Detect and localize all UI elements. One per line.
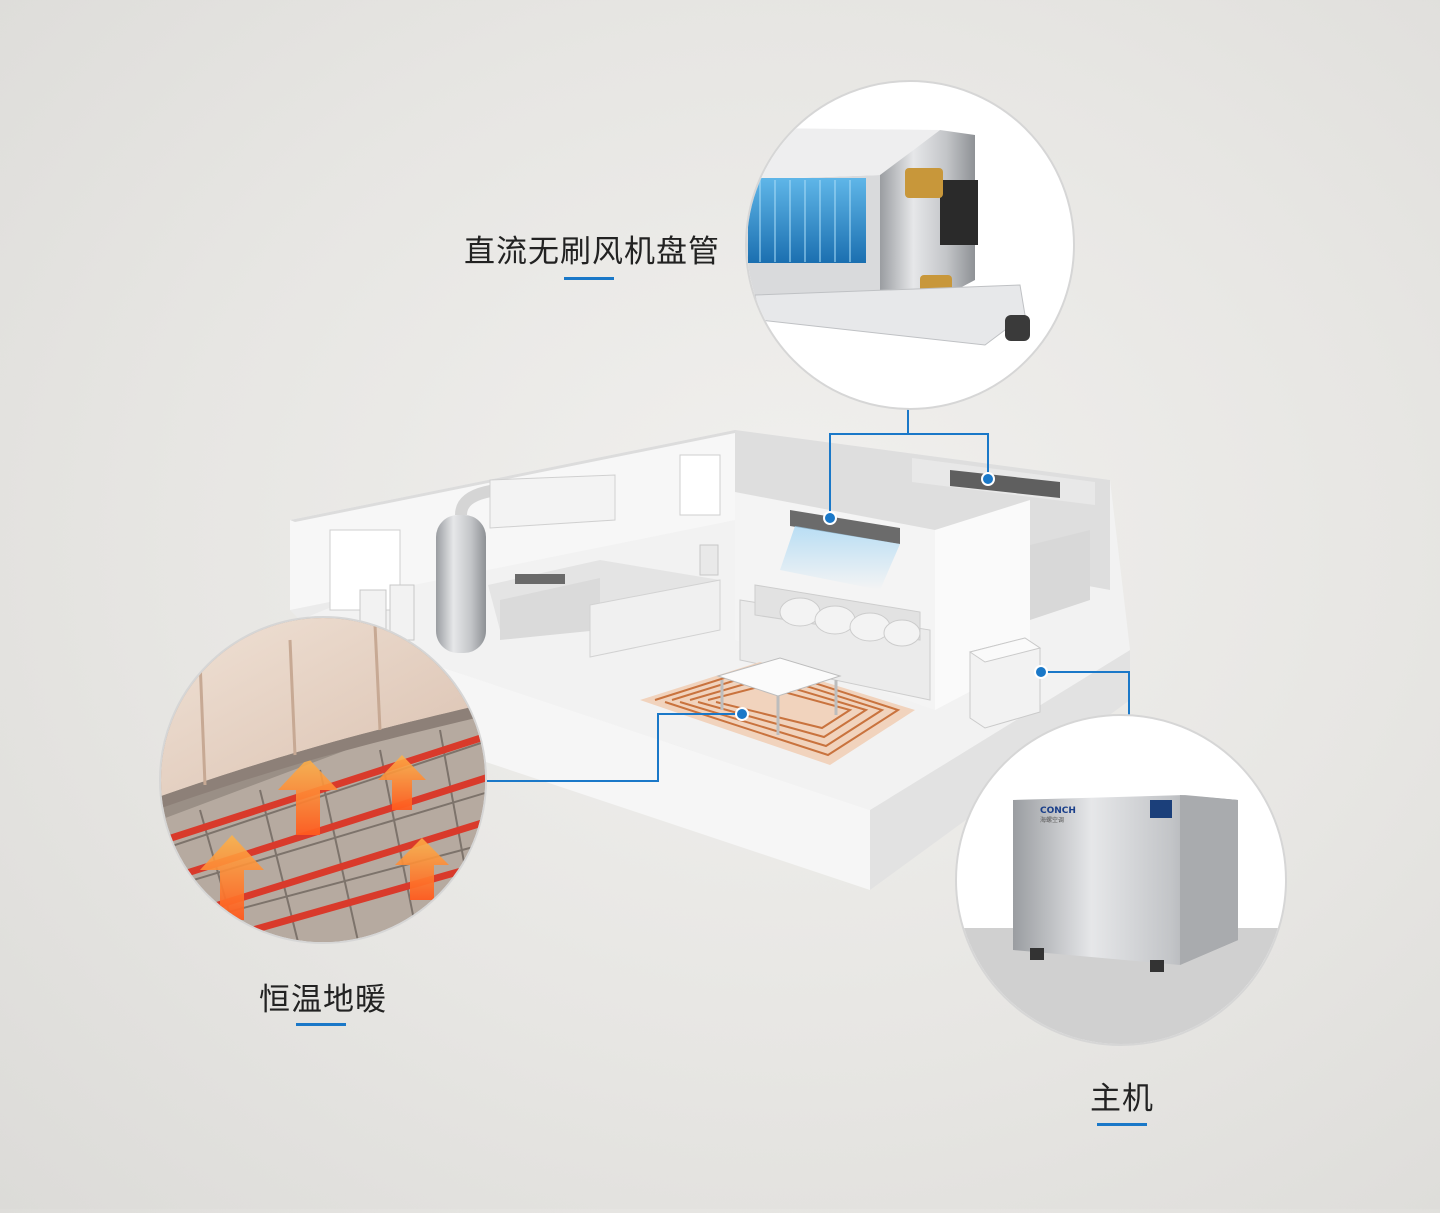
blue-dot-icon bbox=[823, 511, 837, 525]
cushion bbox=[779, 597, 821, 627]
heat-arrows bbox=[200, 755, 449, 920]
brand-subtitle: 海螺空调 bbox=[1040, 816, 1064, 824]
floor-edge bbox=[161, 700, 485, 812]
cushion bbox=[883, 619, 921, 647]
blue-dot-icon bbox=[981, 472, 995, 486]
callout-fan-coil bbox=[745, 80, 1075, 410]
connector-lines bbox=[485, 408, 1130, 782]
blue-dot-icon bbox=[1034, 665, 1048, 679]
kitchen-island bbox=[589, 579, 721, 658]
label-fan-coil: 直流无刷风机盘管 bbox=[464, 234, 720, 270]
blue-dot-icon bbox=[735, 707, 749, 721]
control-box bbox=[940, 180, 978, 245]
appliance bbox=[699, 544, 719, 576]
up-arrow-icon bbox=[278, 758, 338, 835]
wall-top-edge bbox=[290, 430, 740, 522]
fan-coil-top bbox=[747, 128, 940, 180]
window bbox=[679, 454, 721, 516]
cushion bbox=[814, 605, 856, 635]
connector-fcu-bedroom bbox=[908, 433, 989, 479]
label-underline bbox=[296, 1023, 346, 1026]
bedroom-doorway bbox=[1030, 530, 1090, 620]
copper-coil-fins bbox=[748, 178, 866, 263]
lower-cabinet bbox=[500, 578, 600, 640]
host-display bbox=[1150, 800, 1172, 818]
label-floor-heating: 恒温地暖 bbox=[259, 982, 387, 1018]
stove bbox=[515, 574, 565, 584]
label-host-unit: 主机 bbox=[1090, 1081, 1154, 1117]
connector-dots bbox=[735, 472, 1048, 721]
label-underline bbox=[1097, 1123, 1147, 1126]
coffee-table bbox=[716, 657, 842, 697]
ceiling-vent-living bbox=[790, 510, 900, 544]
softener bbox=[389, 584, 415, 641]
drain-outlet bbox=[1005, 315, 1030, 341]
airflow-beam bbox=[780, 526, 900, 590]
callout-host-unit: CONCH 海螺空调 bbox=[955, 714, 1287, 1046]
cushion bbox=[849, 612, 891, 642]
connector-host bbox=[1041, 671, 1130, 716]
heating-coil-lines bbox=[654, 664, 901, 757]
house-cutaway bbox=[290, 430, 1130, 890]
up-arrow-icon bbox=[395, 838, 449, 900]
brand-logo: CONCH bbox=[1040, 806, 1076, 816]
up-arrow-icon bbox=[200, 835, 264, 920]
ceiling-vent-bedroom bbox=[950, 470, 1060, 498]
upper-cabinet bbox=[489, 474, 616, 529]
water-tank bbox=[436, 515, 486, 653]
connector-fcu-living bbox=[829, 408, 909, 518]
valve bbox=[905, 168, 943, 198]
wood-floor bbox=[161, 618, 485, 800]
callout-floor-heating bbox=[159, 616, 487, 944]
connector-floor bbox=[485, 713, 742, 782]
up-arrow-icon bbox=[378, 755, 426, 810]
host-unit-side bbox=[1180, 795, 1238, 965]
window bbox=[329, 529, 401, 611]
label-underline bbox=[564, 277, 614, 280]
